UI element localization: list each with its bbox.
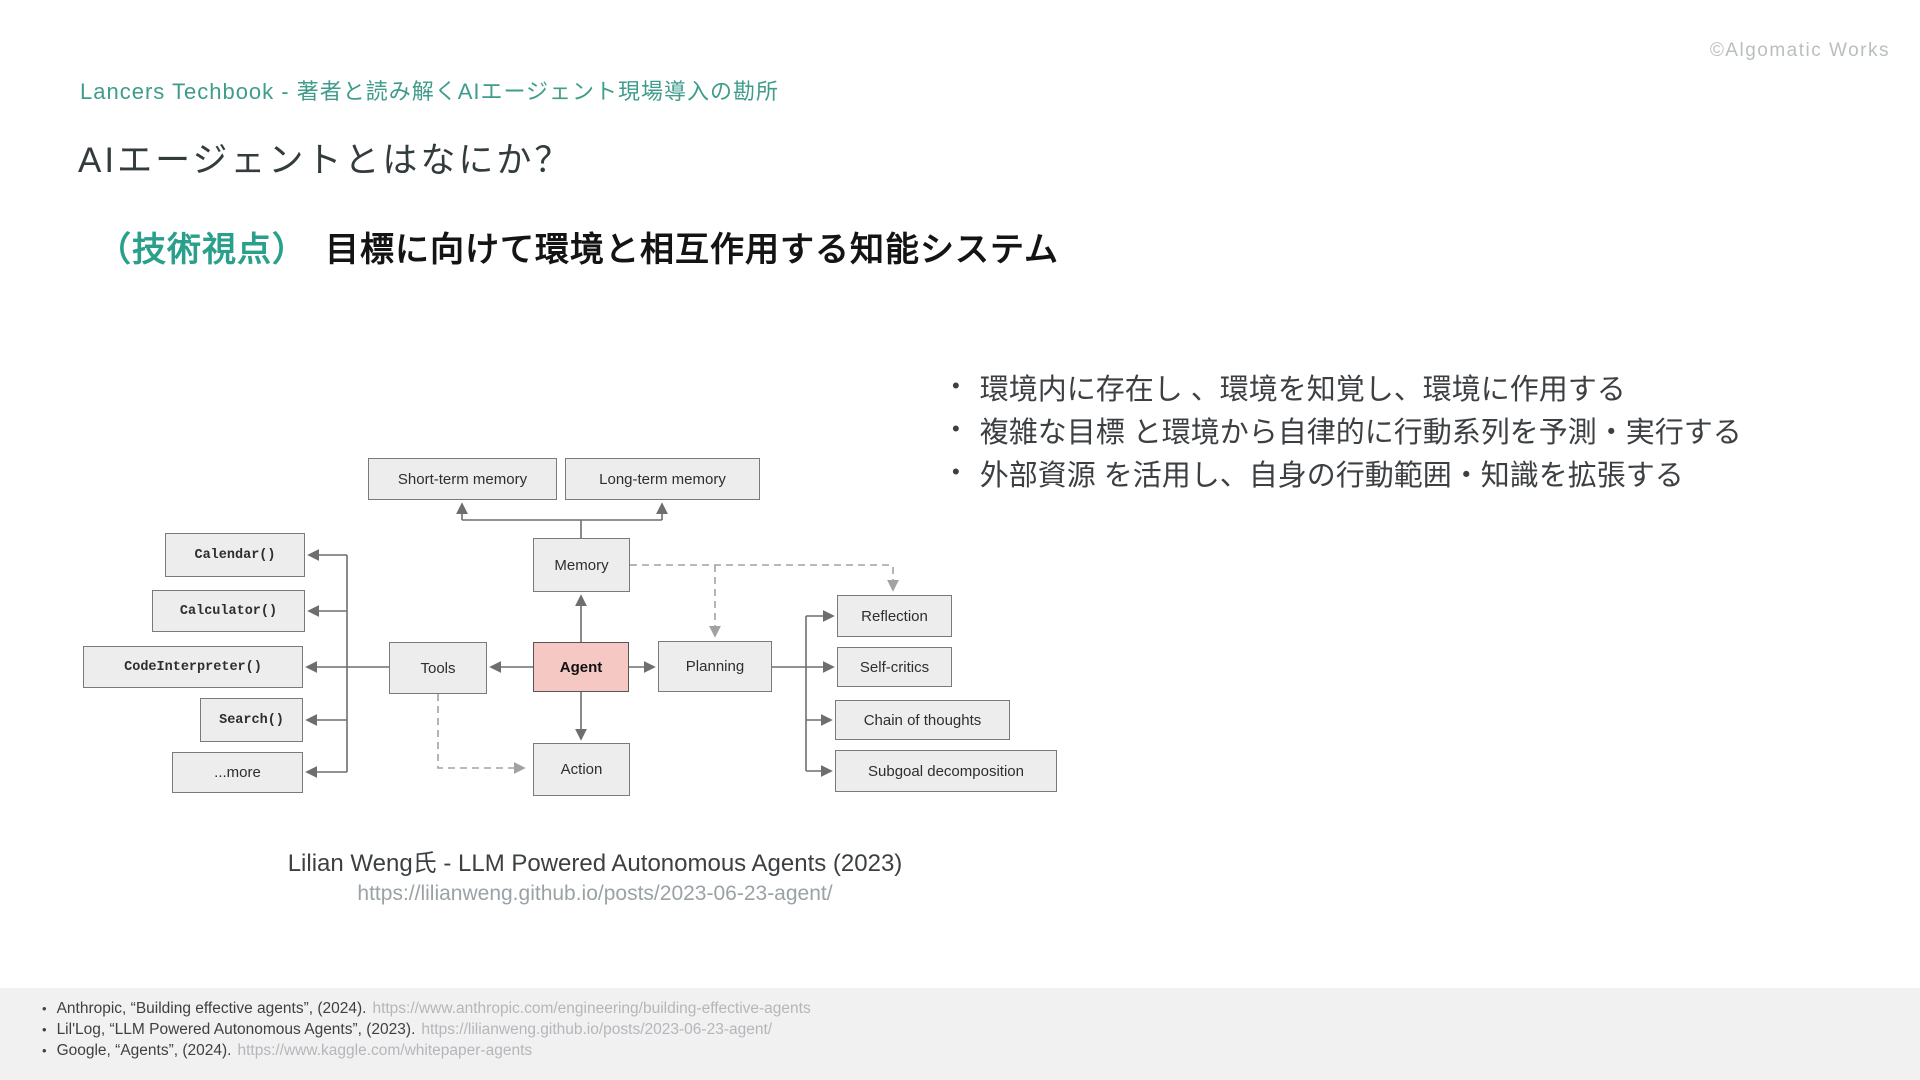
diagram-box-chain-of-thoughts: Chain of thoughts [835, 700, 1010, 740]
diagram-box-planning: Planning [658, 641, 772, 692]
diagram-box-short-term-memory: Short-term memory [368, 458, 557, 500]
diagram-box-tools: Tools [389, 642, 487, 694]
bullet-text: 複雑な目標 と環境から自律的に行動系列を予測・実行する [979, 417, 1742, 449]
bullet-icon: • [42, 1043, 47, 1058]
diagram-caption: Lilian Weng氏 - LLM Powered Autonomous Ag… [80, 843, 1110, 906]
copyright-text: ©Algomatic Works [1709, 40, 1890, 61]
agent-architecture-diagram: Short-term memory Long-term memory Memor… [60, 440, 1100, 820]
bullet-text: 環境内に存在し 、環境を知覚し、環境に作用する [979, 374, 1626, 406]
reference-citation: Google, “Agents”, (2024). [56, 1042, 232, 1059]
bullet-text: 外部資源 を活用し、自身の行動範囲・知識を拡張する [979, 460, 1684, 492]
diagram-box-calculator: Calculator() [152, 590, 305, 632]
reference-citation: Anthropic, “Building effective agents”, … [56, 1000, 367, 1017]
diagram-box-memory: Memory [533, 538, 630, 592]
diagram-box-subgoal-decomposition: Subgoal decomposition [835, 750, 1057, 792]
diagram-box-more: ...more [172, 752, 303, 793]
caption-source: Lilian Weng氏 - LLM Powered Autonomous Ag… [287, 850, 903, 877]
list-item: • Google, “Agents”, (2024). https://www.… [42, 1042, 811, 1063]
diagram-box-reflection: Reflection [837, 595, 952, 637]
diagram-box-code-interpreter: CodeInterpreter() [83, 646, 303, 688]
references-footer: • Anthropic, “Building effective agents”… [0, 988, 1920, 1080]
diagram-box-calendar: Calendar() [165, 533, 305, 577]
slide-kicker: Lancers Techbook - 著者と読み解くAIエージェント現場導入の勘… [80, 79, 780, 104]
list-item: • 複雑な目標 と環境から自律的に行動系列を予測・実行する [952, 409, 1742, 452]
bullet-icon: • [952, 373, 960, 398]
page-title: AIエージェントとはなにか？ [78, 141, 573, 180]
bullet-icon: • [42, 1022, 47, 1037]
bullet-icon: • [952, 459, 960, 484]
diagram-connectors [305, 502, 899, 778]
diagram-box-long-term-memory: Long-term memory [565, 458, 760, 500]
reference-url: https://www.anthropic.com/engineering/bu… [372, 1000, 811, 1017]
reference-url: https://www.kaggle.com/whitepaper-agents [237, 1042, 533, 1059]
bullet-icon: • [952, 416, 960, 441]
subtitle-tag: （技術視点） [97, 231, 307, 269]
slide-subtitle: （技術視点） 目標に向けて環境と相互作用する知能システム [97, 222, 1059, 271]
reference-url: https://lilianweng.github.io/posts/2023-… [421, 1021, 773, 1038]
bullet-list: • 環境内に存在し 、環境を知覚し、環境に作用する • 複雑な目標 と環境から自… [952, 366, 1742, 495]
list-item: • 環境内に存在し 、環境を知覚し、環境に作用する [952, 366, 1742, 409]
subtitle-text: 目標に向けて環境と相互作用する知能システム [325, 231, 1059, 269]
list-item: • Anthropic, “Building effective agents”… [42, 1000, 811, 1021]
diagram-box-search: Search() [200, 698, 303, 742]
caption-url: https://lilianweng.github.io/posts/2023-… [357, 882, 833, 905]
bullet-icon: • [42, 1001, 47, 1016]
diagram-box-action: Action [533, 743, 630, 796]
list-item: • Lil'Log, “LLM Powered Autonomous Agent… [42, 1021, 811, 1042]
reference-list: • Anthropic, “Building effective agents”… [42, 1000, 811, 1063]
diagram-box-self-critics: Self-critics [837, 647, 952, 687]
reference-citation: Lil'Log, “LLM Powered Autonomous Agents”… [56, 1021, 416, 1038]
diagram-box-agent: Agent [533, 642, 629, 692]
list-item: • 外部資源 を活用し、自身の行動範囲・知識を拡張する [952, 452, 1742, 495]
